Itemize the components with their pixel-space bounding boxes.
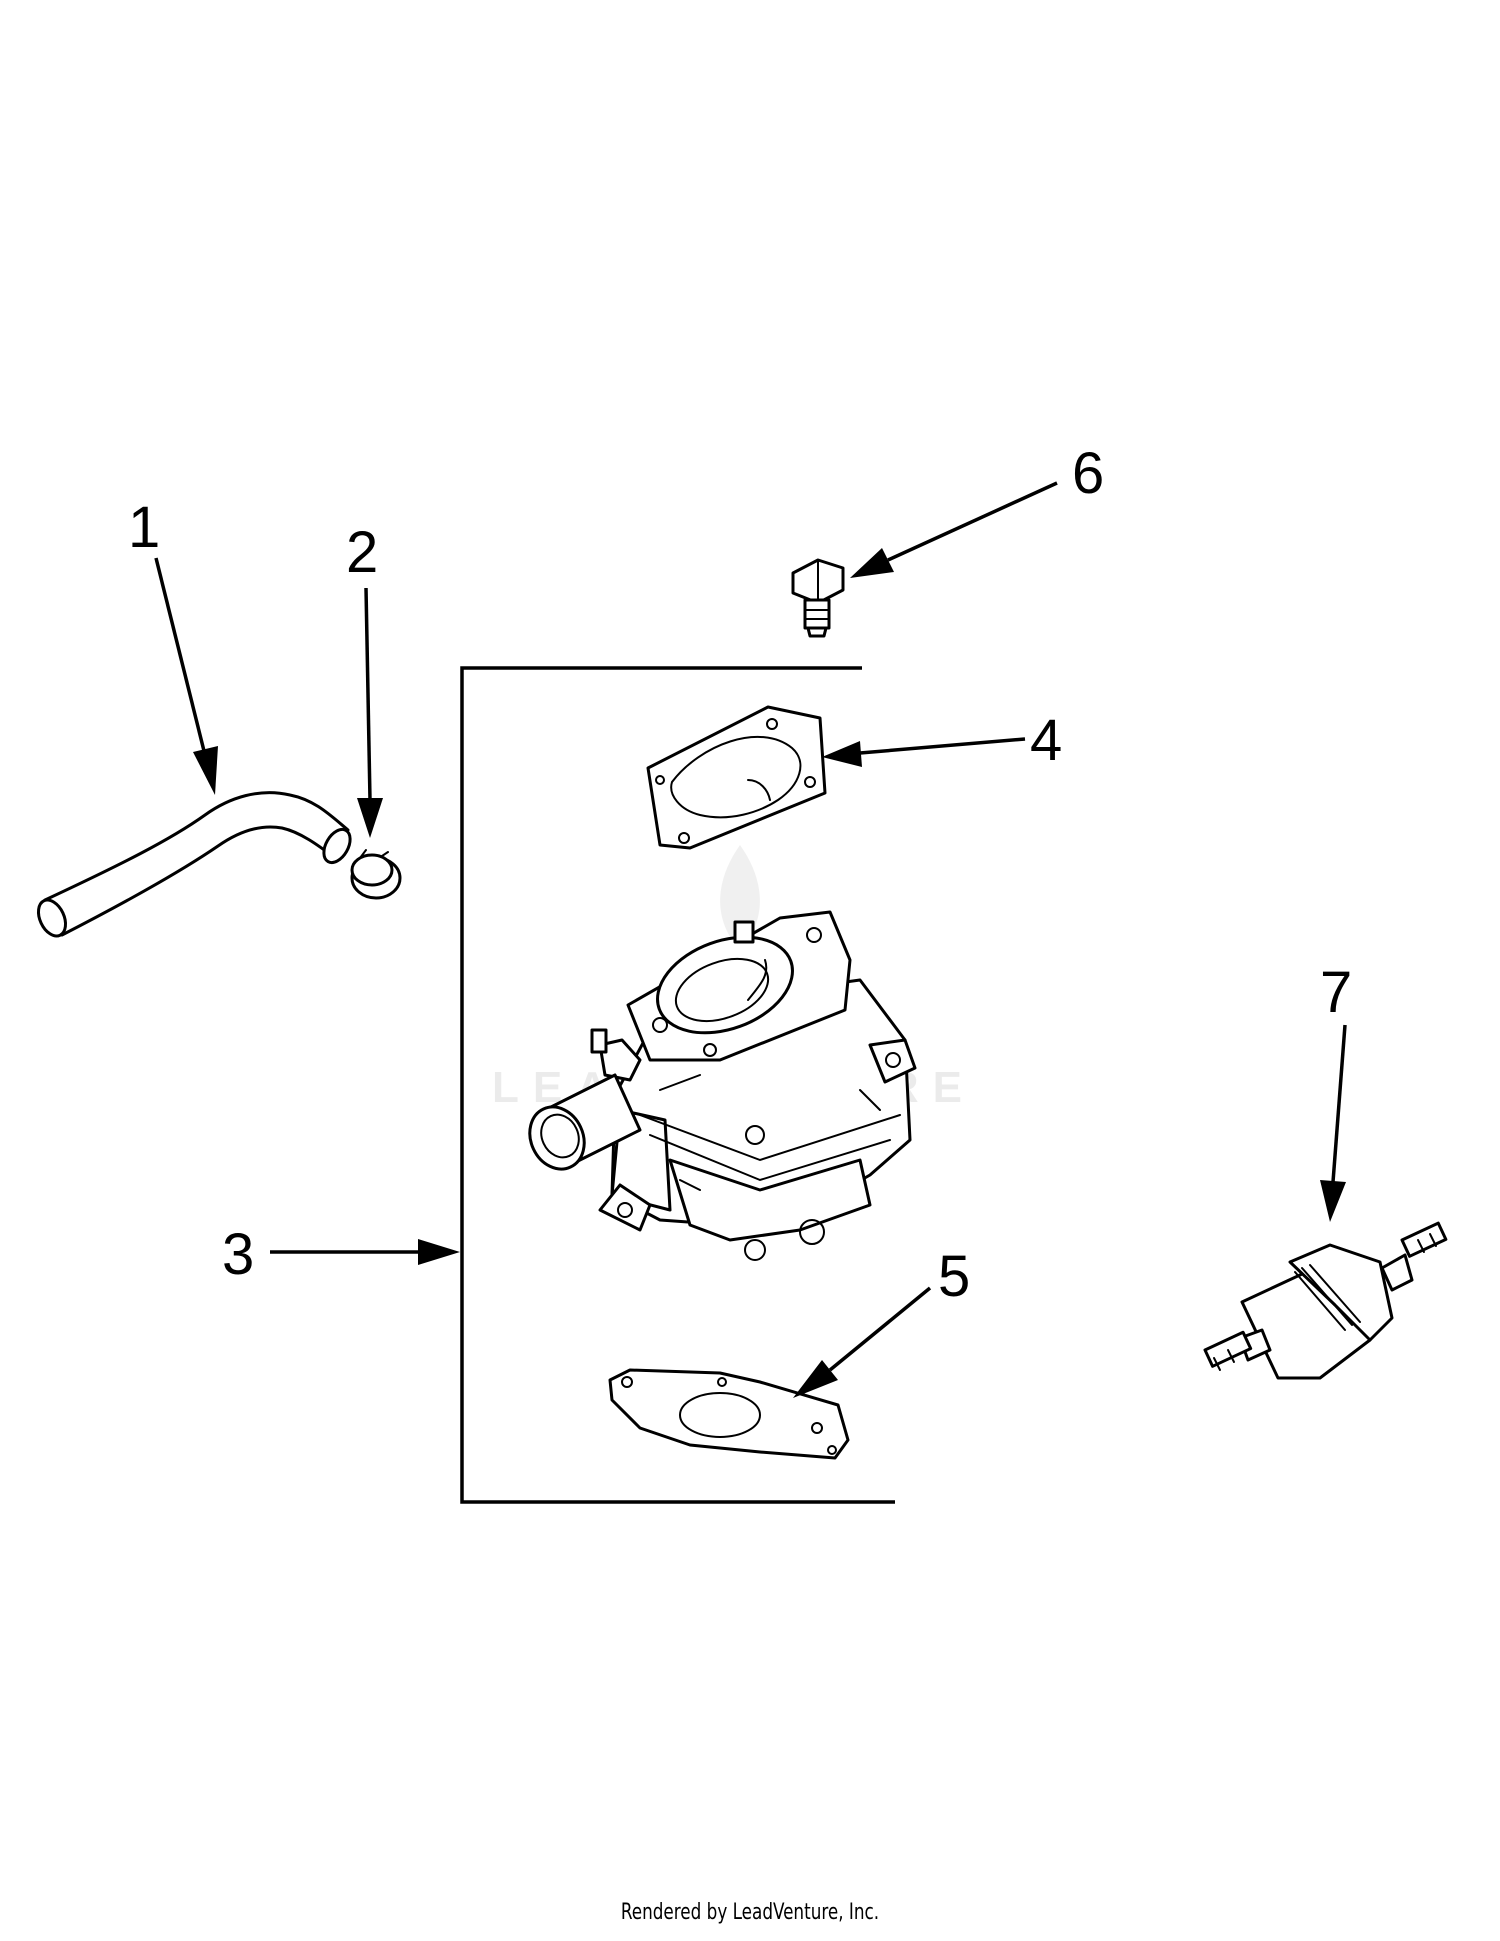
- callout-6: 6: [1072, 441, 1104, 506]
- leader-3: [270, 1239, 460, 1265]
- lower-gasket-part: [608, 1368, 850, 1460]
- bolt-part: [791, 558, 845, 638]
- leader-6: [850, 481, 1058, 578]
- fuel-filter-part: [1203, 1221, 1448, 1380]
- leader-2: [357, 587, 383, 838]
- assembly-bracket: [460, 666, 895, 1504]
- clamp-part: [350, 849, 402, 900]
- callout-7: 7: [1320, 960, 1352, 1025]
- callout-3: 3: [222, 1222, 254, 1287]
- upper-gasket-part: [646, 705, 827, 850]
- callout-4: 4: [1030, 708, 1062, 773]
- callout-1: 1: [128, 495, 160, 560]
- leader-4: [822, 737, 1026, 767]
- leader-7: [1320, 1024, 1347, 1222]
- leader-5: [793, 1286, 932, 1398]
- leader-1: [154, 557, 218, 795]
- carburetor-part: [528, 910, 917, 1261]
- callout-2: 2: [346, 520, 378, 585]
- callout-5: 5: [938, 1244, 970, 1309]
- footer-credit: Rendered by LeadVenture, Inc.: [620, 1900, 880, 1925]
- hose-part: [36, 791, 352, 938]
